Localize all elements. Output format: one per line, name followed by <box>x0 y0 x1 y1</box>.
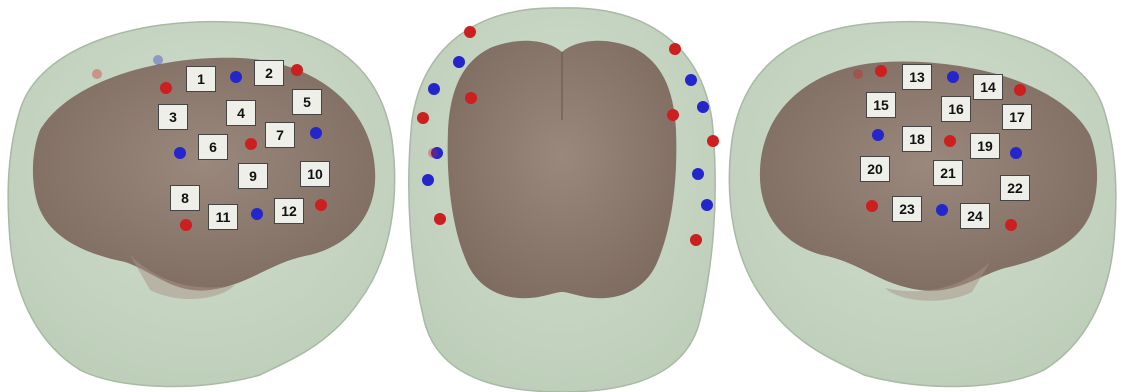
source-optode <box>291 64 303 76</box>
channel-label: 11 <box>208 204 238 230</box>
source-optode <box>417 112 429 124</box>
channel-label: 2 <box>254 60 284 86</box>
source-optode <box>1014 84 1026 96</box>
detector-optode <box>453 56 465 68</box>
channel-label: 16 <box>941 96 971 122</box>
source-optode <box>690 234 702 246</box>
detector-optode <box>692 168 704 180</box>
source-optode <box>707 135 719 147</box>
channel-label: 19 <box>970 133 1000 159</box>
detector-optode <box>872 129 884 141</box>
channel-label: 10 <box>300 161 330 187</box>
source-optode <box>160 82 172 94</box>
detector-optode <box>428 83 440 95</box>
channel-label: 15 <box>866 92 896 118</box>
channel-label: 8 <box>170 185 200 211</box>
detector-optode <box>697 101 709 113</box>
channel-label: 5 <box>292 89 322 115</box>
detector-optode <box>174 147 186 159</box>
source-optode <box>944 135 956 147</box>
detector-optode <box>936 204 948 216</box>
source-optode <box>315 199 327 211</box>
source-optode <box>434 213 446 225</box>
detector-optode <box>1010 147 1022 159</box>
source-optode <box>464 26 476 38</box>
source-optode <box>853 69 863 79</box>
channel-label: 13 <box>902 64 932 90</box>
channel-label: 21 <box>933 160 963 186</box>
channel-label: 23 <box>892 196 922 222</box>
channel-label: 6 <box>198 134 228 160</box>
detector-optode <box>685 74 697 86</box>
channel-label: 1 <box>186 66 216 92</box>
source-optode <box>1005 219 1017 231</box>
source-optode <box>667 109 679 121</box>
channel-label: 3 <box>158 104 188 130</box>
source-optode <box>866 200 878 212</box>
detector-optode <box>153 55 163 65</box>
channel-label: 12 <box>274 198 304 224</box>
source-optode <box>92 69 102 79</box>
channel-label: 22 <box>1000 175 1030 201</box>
channel-label: 7 <box>265 122 295 148</box>
source-optode <box>245 138 257 150</box>
source-optode <box>669 43 681 55</box>
detector-optode <box>422 174 434 186</box>
detector-optode <box>251 208 263 220</box>
channel-label: 9 <box>238 163 268 189</box>
source-optode <box>875 65 887 77</box>
detector-optode <box>230 71 242 83</box>
detector-optode <box>701 199 713 211</box>
channel-label: 24 <box>960 203 990 229</box>
channel-label: 17 <box>1002 104 1032 130</box>
source-optode <box>180 219 192 231</box>
channel-label: 14 <box>973 74 1003 100</box>
channel-label: 20 <box>860 156 890 182</box>
channel-label: 4 <box>226 100 256 126</box>
channel-label: 18 <box>902 126 932 152</box>
detector-optode <box>947 71 959 83</box>
source-optode <box>428 148 438 158</box>
detector-optode <box>310 127 322 139</box>
source-optode <box>465 92 477 104</box>
